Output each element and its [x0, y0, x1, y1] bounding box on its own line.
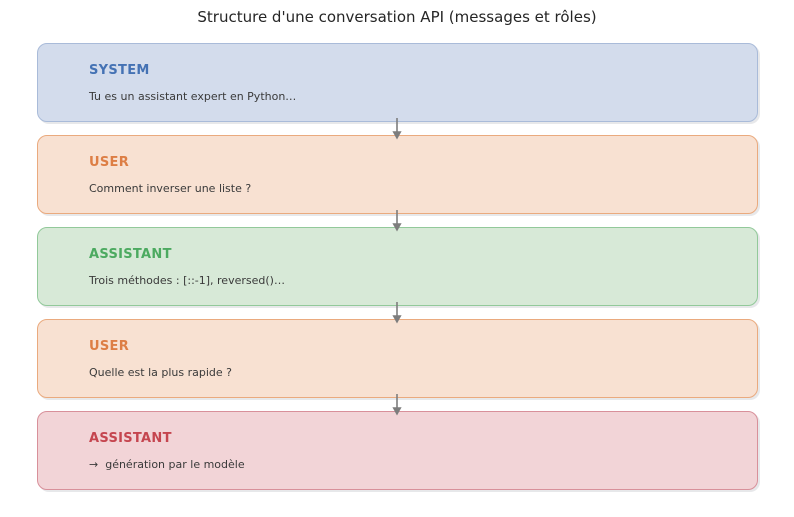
message-text: Comment inverser une liste ?	[89, 182, 252, 195]
message-card-system: SYSTEM Tu es un assistant expert en Pyth…	[37, 43, 758, 122]
message-card-user: USER Quelle est la plus rapide ?	[37, 319, 758, 398]
role-label: SYSTEM	[89, 63, 150, 78]
role-label: USER	[89, 155, 130, 170]
down-arrow-icon	[389, 118, 405, 140]
message-card-user: USER Comment inverser une liste ?	[37, 135, 758, 214]
message-text: Quelle est la plus rapide ?	[89, 366, 232, 379]
down-arrow-icon	[389, 210, 405, 232]
down-arrow-icon	[389, 394, 405, 416]
message-card-assistant-final: ASSISTANT → génération par le modèle	[37, 411, 758, 490]
message-text: → génération par le modèle	[89, 458, 245, 471]
message-text: Trois méthodes : [::-1], reversed()…	[89, 274, 285, 287]
down-arrow-icon	[389, 302, 405, 324]
role-label: USER	[89, 339, 130, 354]
role-label: ASSISTANT	[89, 247, 172, 262]
message-card-assistant: ASSISTANT Trois méthodes : [::-1], rever…	[37, 227, 758, 306]
diagram-title: Structure d'une conversation API (messag…	[197, 8, 597, 26]
role-label: ASSISTANT	[89, 431, 172, 446]
message-text: Tu es un assistant expert en Python…	[89, 90, 297, 103]
